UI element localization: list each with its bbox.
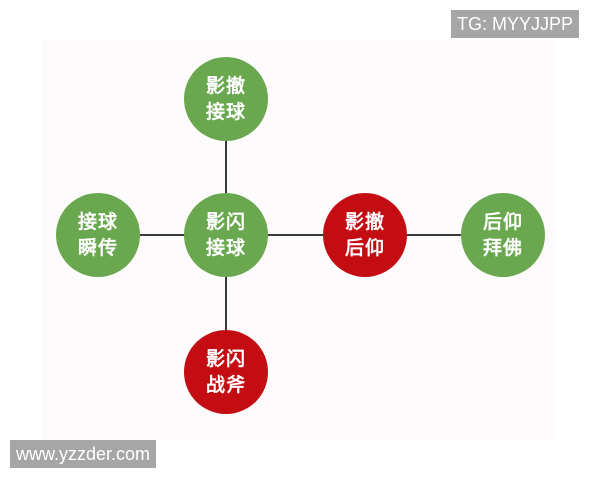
node-label-line2: 战斧 (205, 374, 246, 396)
node-top-shadow-retreat-catch: 影撤 接球 (184, 57, 268, 141)
node-label-line2: 后仰 (344, 237, 385, 259)
node-label-line2: 接球 (205, 237, 246, 259)
node-label-line2: 接球 (205, 101, 246, 123)
node-label-line1: 接球 (77, 211, 118, 233)
node-label-line1: 后仰 (482, 211, 523, 233)
connector-center-midright (260, 234, 330, 236)
watermark-top-right: TG: MYYJJPP (451, 10, 580, 38)
node-bottom-shadow-flash-tomahawk: 影闪 战斧 (184, 330, 268, 414)
connector-center-bottom (225, 270, 227, 350)
node-midright-shadow-retreat-fadeaway: 影撤 后仰 (323, 193, 407, 277)
node-label-line1: 影闪 (205, 211, 246, 233)
connector-midright-farright (400, 234, 470, 236)
node-center-shadow-flash-catch: 影闪 接球 (184, 193, 268, 277)
node-left-catch-quick-pass: 接球 瞬传 (56, 193, 140, 277)
node-label-line2: 瞬传 (77, 237, 118, 259)
connector-left-center (130, 234, 190, 236)
node-label-line1: 影撤 (344, 211, 385, 233)
node-label-line2: 拜佛 (482, 237, 523, 259)
watermark-bottom-left: www.yzzder.com (10, 440, 157, 468)
node-label-line1: 影撤 (205, 75, 246, 97)
node-farright-fadeaway-pump-fake: 后仰 拜佛 (461, 193, 545, 277)
connector-center-top (225, 120, 227, 200)
node-label-line1: 影闪 (205, 348, 246, 370)
